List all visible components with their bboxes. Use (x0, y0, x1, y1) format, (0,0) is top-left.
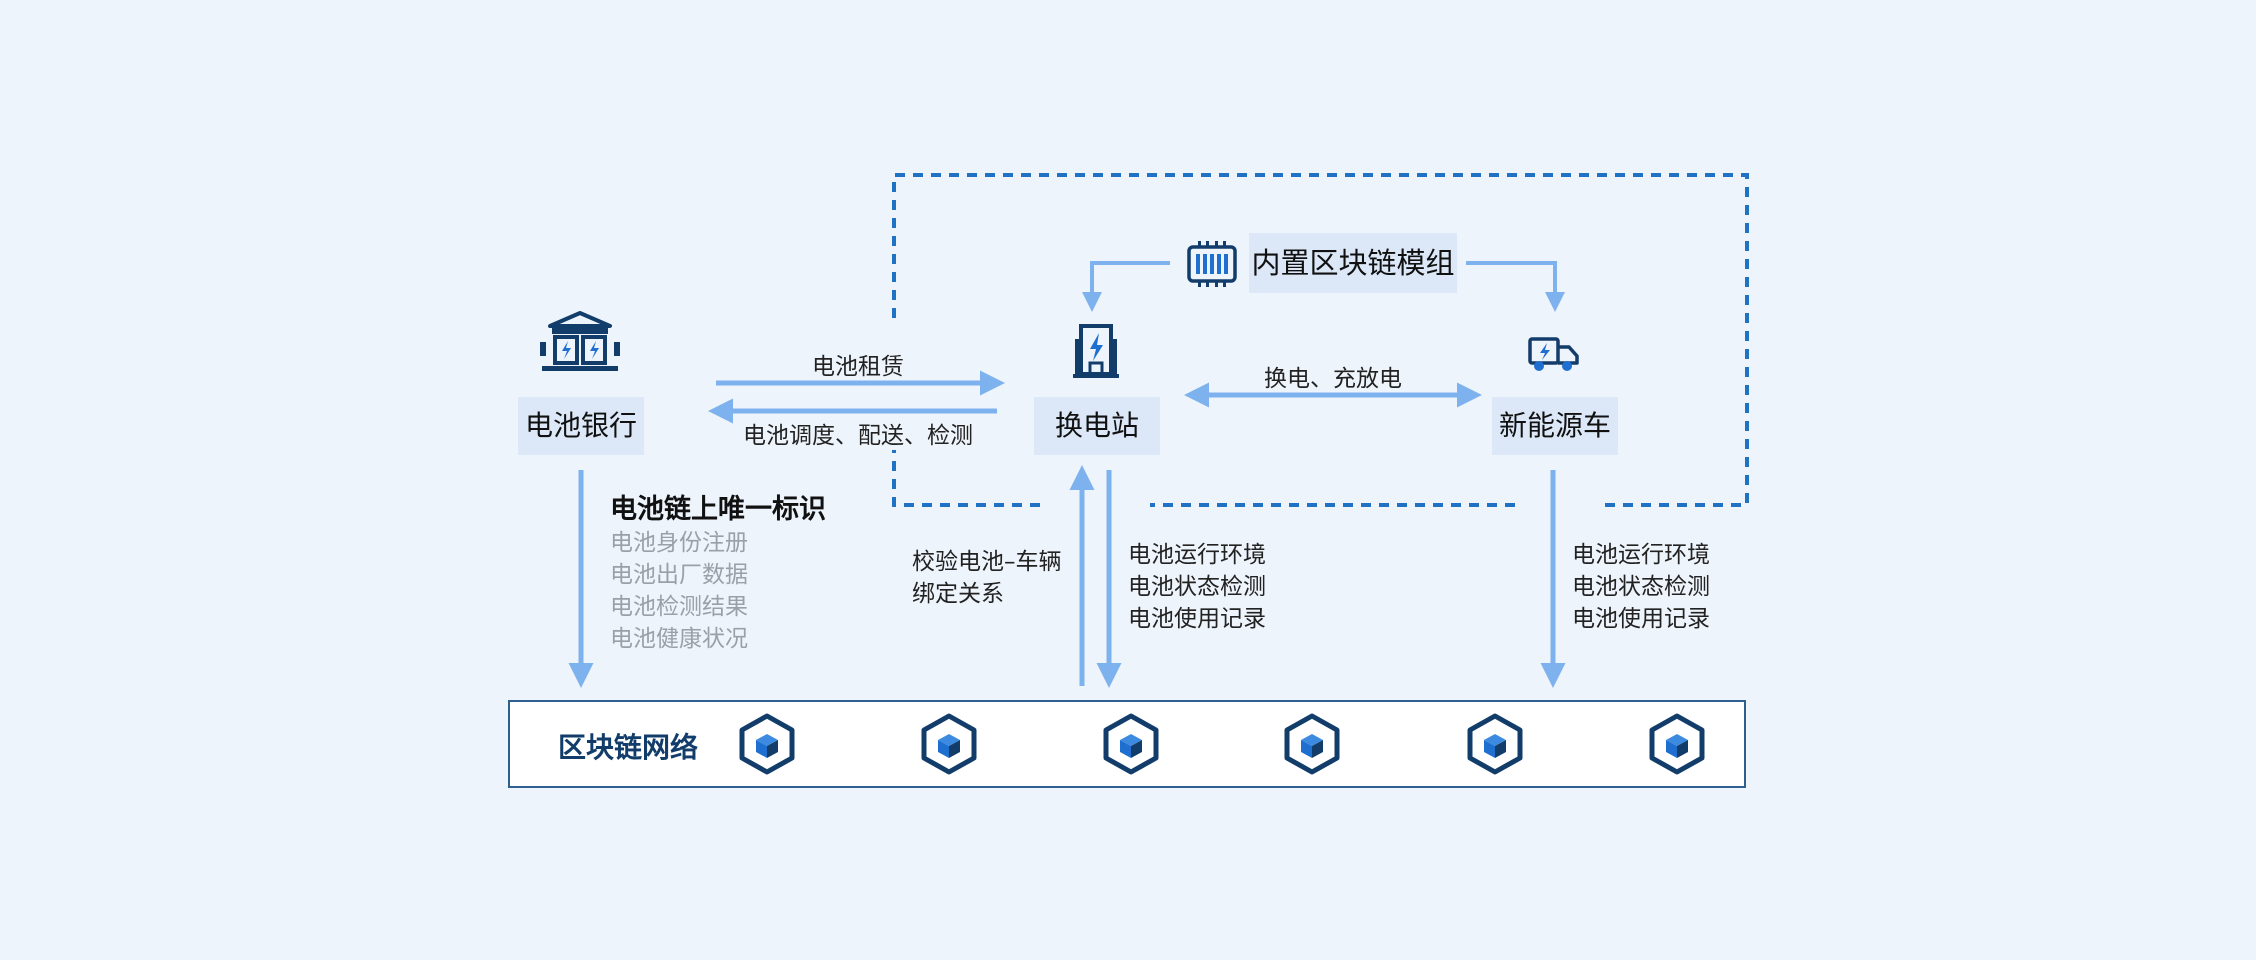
swap-station-node: 换电站 (1034, 397, 1160, 455)
nev-node: 新能源车 (1492, 397, 1618, 455)
vehicle-info-item: 电池使用记录 (1572, 606, 1710, 632)
module-to-station-arrow (1082, 261, 1170, 312)
verify-label: 校验电池–车辆 绑定关系 (912, 546, 1062, 610)
blockchain-network-title: 区块链网络 (558, 731, 699, 764)
vehicle-info-item: 电池状态检测 (1572, 574, 1710, 600)
blockchain-cube-icon (737, 712, 797, 780)
blockchain-cube-icon (1465, 712, 1525, 780)
blockchain-cube-icon (1101, 712, 1161, 780)
chip-module-icon (1187, 241, 1237, 287)
bank-info-title: 电池链上唯一标识 (610, 494, 826, 525)
blockchain-network-panel (508, 700, 1746, 788)
blockchain-cube-icon (1647, 712, 1707, 780)
battery-bank-node: 电池银行 (518, 397, 644, 455)
verify-line: 校验电池–车辆 (912, 549, 1062, 575)
swap-charge-label: 换电、充放电 (1264, 366, 1402, 392)
blockchain-cube-icon (919, 712, 979, 780)
bank-info-item: 电池健康状况 (610, 626, 748, 652)
bank-info-item: 电池身份注册 (610, 530, 748, 556)
lease-label: 电池租赁 (812, 354, 904, 380)
dashed-boundary (892, 173, 1749, 507)
vehicle-info-list: 电池运行环境 电池状态检测 电池使用记录 (1572, 539, 1710, 635)
vehicle-info-item: 电池运行环境 (1572, 542, 1710, 568)
bank-info-item: 电池检测结果 (610, 594, 748, 620)
station-info-item: 电池运行环境 (1128, 542, 1266, 568)
blockchain-module-node: 内置区块链模组 (1249, 233, 1457, 293)
blockchain-cube-icon (1282, 712, 1342, 780)
charging-station-icon (1073, 324, 1119, 378)
ev-truck-icon (1528, 337, 1579, 371)
station-info-item: 电池状态检测 (1128, 574, 1266, 600)
dispatch-label: 电池调度、配送、检测 (743, 423, 973, 449)
station-info-list: 电池运行环境 电池状态检测 电池使用记录 (1128, 539, 1266, 635)
module-to-vehicle-arrow (1466, 261, 1565, 312)
verify-line: 绑定关系 (912, 581, 1004, 607)
station-info-item: 电池使用记录 (1128, 606, 1266, 632)
dashed-boundary-bottom-left (892, 450, 1040, 507)
bank-info-list: 电池身份注册 电池出厂数据 电池检测结果 电池健康状况 (610, 527, 748, 655)
bank-info-item: 电池出厂数据 (610, 562, 748, 588)
battery-bank-icon (540, 311, 620, 371)
